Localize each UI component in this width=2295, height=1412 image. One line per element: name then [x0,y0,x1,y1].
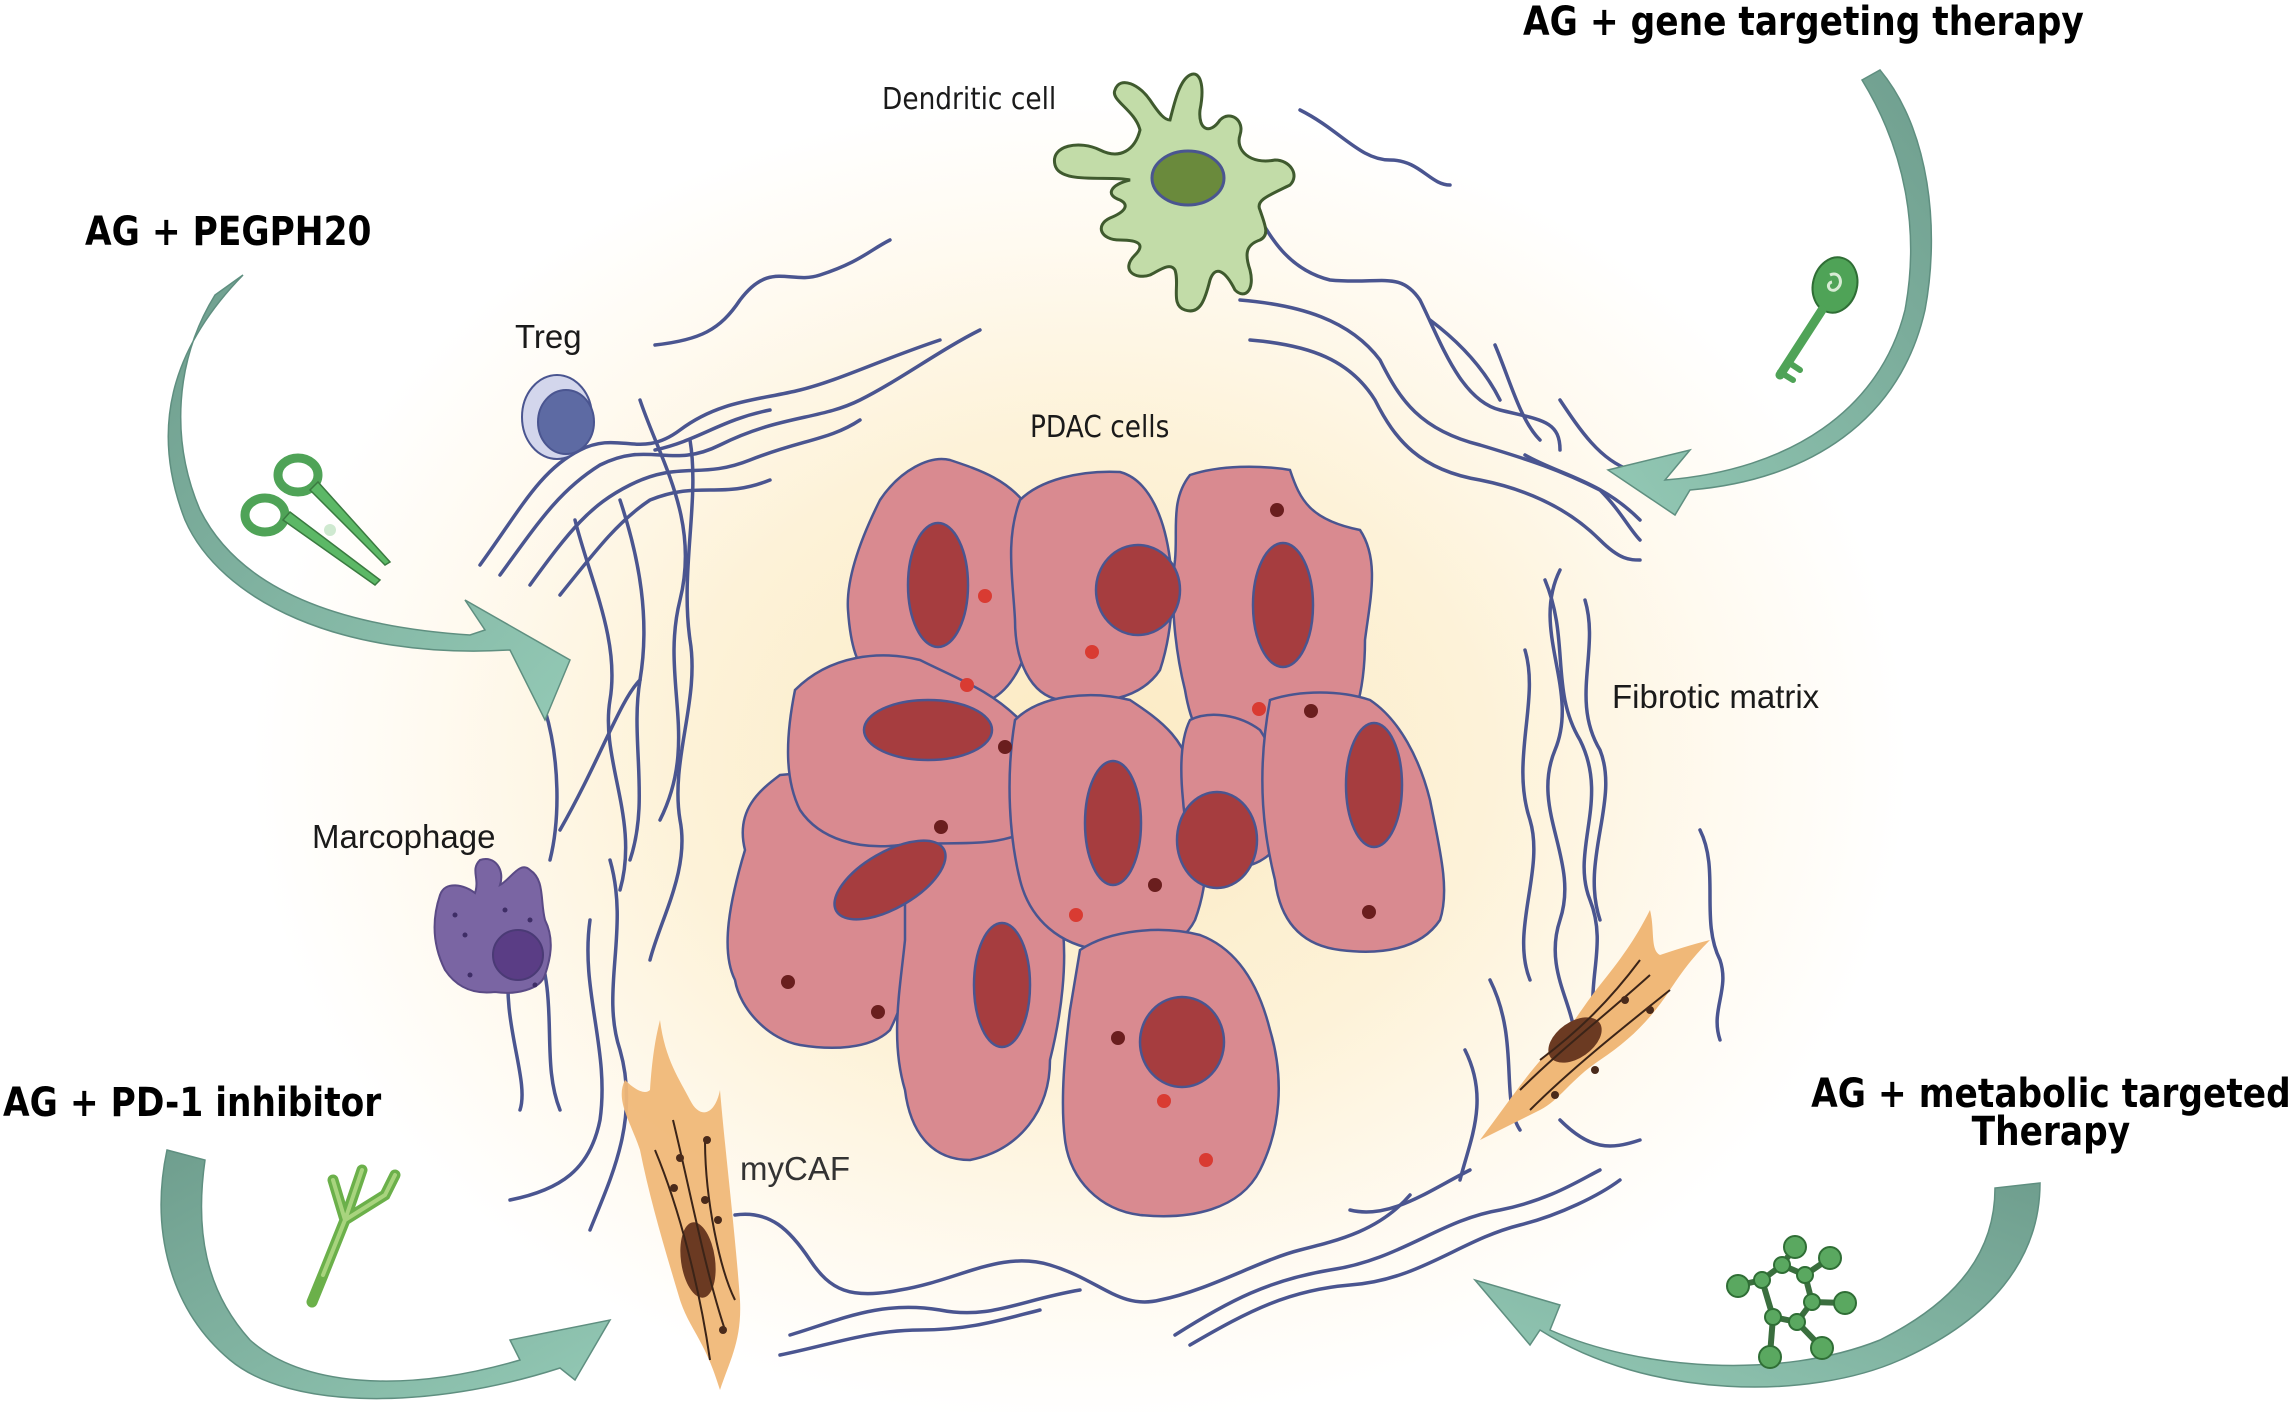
pdac-nucleus [1344,721,1404,849]
antibody-icon [306,1164,401,1308]
dendritic-nucleus [1150,149,1226,207]
pdac-nucleus [906,521,970,649]
arrow-gene-targeting [1606,69,1933,517]
therapy-label-metabolic: AG + metabolic targeted Therapy [1811,1071,2291,1155]
label-treg: Treg [515,318,582,355]
label-mycaf: myCAF [740,1150,850,1187]
label-fibrotic-matrix: Fibrotic matrix [1612,678,1820,715]
arrow-pegph20 [167,274,571,722]
pdac-nucleus [862,698,994,762]
treg-cell [521,374,595,460]
key-icon [1775,256,1859,383]
therapy-label-gene-targeting: AG + gene targeting therapy [1523,0,2084,45]
pdac-nucleus [1094,543,1182,637]
label-pdac-cells: PDAC cells [1030,410,1170,445]
therapy-label-pd1: AG + PD-1 inhibitor [3,1080,382,1126]
therapy-label-metabolic-line2: Therapy [1971,1109,2131,1155]
arrow-metabolic [1472,1182,2041,1388]
pdac-cell [1009,470,1174,703]
scissors-icon [240,453,392,586]
mycaf-cell [621,1020,741,1390]
dendritic-cell [1053,72,1296,313]
pdac-nucleus [1083,759,1143,887]
arrow-pd1 [160,1149,612,1400]
pdac-nucleus [833,839,947,921]
therapy-label-pegph20: AG + PEGPH20 [85,209,372,255]
macrophage-cell [433,858,552,994]
pdac-nucleus [1175,790,1259,890]
pdac-nucleus [972,921,1032,1049]
label-macrophage: Marcophage [312,818,496,855]
therapy-label-metabolic-line1: AG + metabolic targeted [1811,1071,2291,1117]
label-dendritic-cell: Dendritic cell [882,82,1057,117]
molecule-icon [1726,1235,1857,1369]
pdac-cell-cluster [726,457,1446,1218]
pdac-nucleus [1251,541,1315,669]
pdac-nucleus [1138,995,1226,1089]
caf-cell-right [1480,910,1710,1140]
